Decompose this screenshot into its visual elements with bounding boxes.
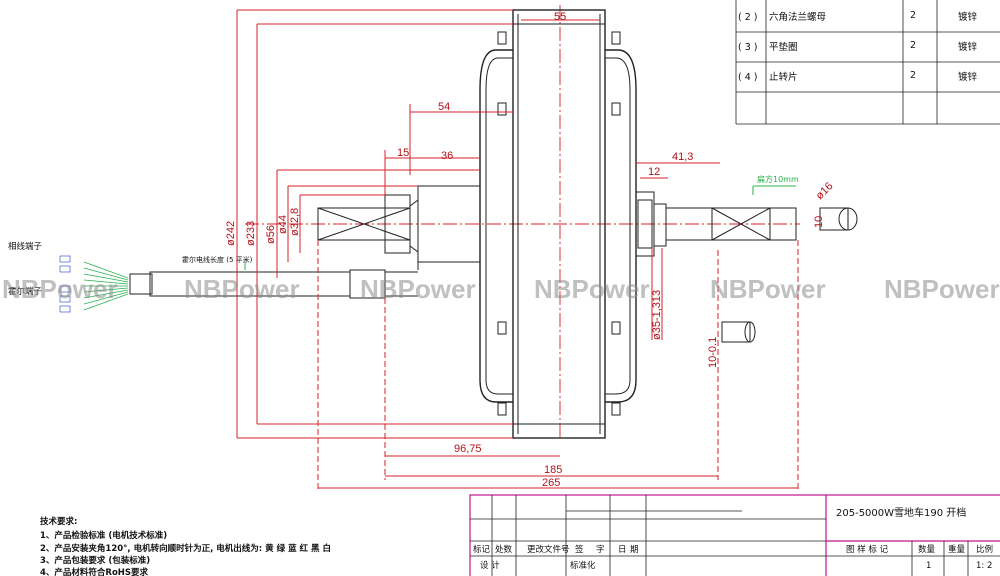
note-line: 3、产品包装要求 (包装标准)	[40, 555, 150, 566]
scale-label: 比例	[976, 544, 993, 555]
qty-value: 1	[926, 561, 931, 571]
dim-phi242: ø242	[225, 221, 237, 246]
center-lines	[245, 5, 800, 440]
watermark-text: NBPower	[2, 274, 118, 304]
parts-row-finish: 镀锌	[958, 71, 978, 83]
rev-header-date: 期	[630, 545, 639, 555]
dim-15: 15	[397, 147, 409, 159]
parts-row-no: ( 2 )	[738, 12, 758, 23]
parts-row-name: 止转片	[769, 71, 798, 83]
dim-54: 54	[438, 101, 450, 113]
cable-length-label: 霍尔电线长度 (5 平米)	[182, 255, 253, 264]
rev-header-day: 日	[618, 545, 627, 555]
watermark-text: NBPower	[710, 274, 826, 304]
dim-phi44: ø44	[277, 215, 289, 234]
qty-label: 数量	[918, 544, 936, 555]
note-line: 4、产品材料符合RoHS要求	[40, 567, 149, 576]
note-line: 1、产品检验标准 (电机技术标准)	[40, 530, 167, 541]
dim-phi233: ø233	[245, 221, 257, 246]
flat-callout: 扁方10mm	[752, 174, 799, 195]
rev-header-docno: 更改文件号	[527, 544, 570, 555]
dim-phi56: ø56	[265, 225, 277, 244]
wire-label-hall: 霍尔端子	[8, 286, 43, 297]
wire-label-phase: 相线端子	[8, 241, 43, 252]
parts-row-no: ( 3 )	[738, 42, 758, 53]
watermark-text: NBPower	[184, 274, 300, 304]
dim-36: 36	[441, 150, 453, 162]
design-label: 设 计	[480, 560, 500, 571]
parts-row-finish: 镀锌	[958, 11, 978, 23]
technical-notes: 技术要求: 1、产品检验标准 (电机技术标准) 2、产品安装夹角120°, 电机…	[40, 516, 331, 576]
diameter-dimensions	[236, 9, 663, 439]
drawing-title: 205-5000W雪地车190 开档	[836, 506, 966, 519]
standard-label: 标准化	[570, 560, 596, 571]
hub-motor-body	[409, 9, 667, 439]
rev-header-sign: 签	[575, 544, 584, 555]
axle-right	[637, 199, 858, 343]
dim-phi35: ø35-1,313	[651, 290, 663, 340]
scale-value: 1: 2	[976, 561, 992, 571]
parts-row-name: 平垫圈	[769, 41, 798, 53]
rev-header-char: 字	[596, 544, 605, 555]
title-block: 205-5000W雪地车190 开档 标记 处数 更改文件号 签 字 日 期 设…	[469, 494, 1000, 576]
dim-96-75: 96,75	[454, 443, 482, 455]
weight-label: 重量	[948, 544, 966, 555]
watermark-text: NBPower	[884, 274, 1000, 304]
stage-label: 图 样 标 记	[846, 544, 889, 555]
parts-table: ( 2 ) 六角法兰螺母 2 镀锌 ( 3 ) 平垫圈 2 镀锌 ( 4 ) 止…	[735, 0, 1000, 125]
parts-row-qty: 2	[910, 70, 916, 81]
dimension-lines: 55 54 15 36 41,3 12 96,75 185 265	[317, 11, 799, 492]
dim-10-tol: 10-0.1	[707, 337, 719, 368]
notes-heading: 技术要求:	[40, 516, 77, 527]
cable	[59, 255, 351, 313]
watermark-group: NBPower NBPower NBPower NBPower NBPower …	[2, 274, 1000, 304]
axle-left	[317, 194, 418, 299]
rev-header-count: 处数	[495, 544, 513, 555]
parts-row-name: 六角法兰螺母	[769, 11, 826, 23]
dim-185: 185	[544, 464, 562, 476]
rev-header-mark: 标记	[473, 544, 491, 555]
dim-phi16: ø16	[814, 180, 836, 202]
note-line: 2、产品安装夹角120°, 电机转向顺时针为正, 电机出线为: 黄 绿 蓝 红 …	[40, 543, 331, 554]
dim-41-3: 41,3	[672, 151, 693, 163]
watermark-text: NBPower	[360, 274, 476, 304]
parts-row-qty: 2	[910, 10, 916, 21]
watermark-text: NBPower	[534, 274, 650, 304]
dim-265: 265	[542, 477, 560, 489]
parts-row-no: ( 4 )	[738, 72, 758, 83]
dim-55: 55	[554, 11, 566, 23]
dim-12: 12	[648, 166, 660, 178]
parts-row-finish: 镀锌	[958, 41, 978, 53]
dim-10: 10	[813, 216, 825, 228]
parts-row-qty: 2	[910, 40, 916, 51]
dim-phi32-8: ø32,8	[289, 208, 301, 236]
flat-label: 扁方10mm	[757, 174, 799, 184]
